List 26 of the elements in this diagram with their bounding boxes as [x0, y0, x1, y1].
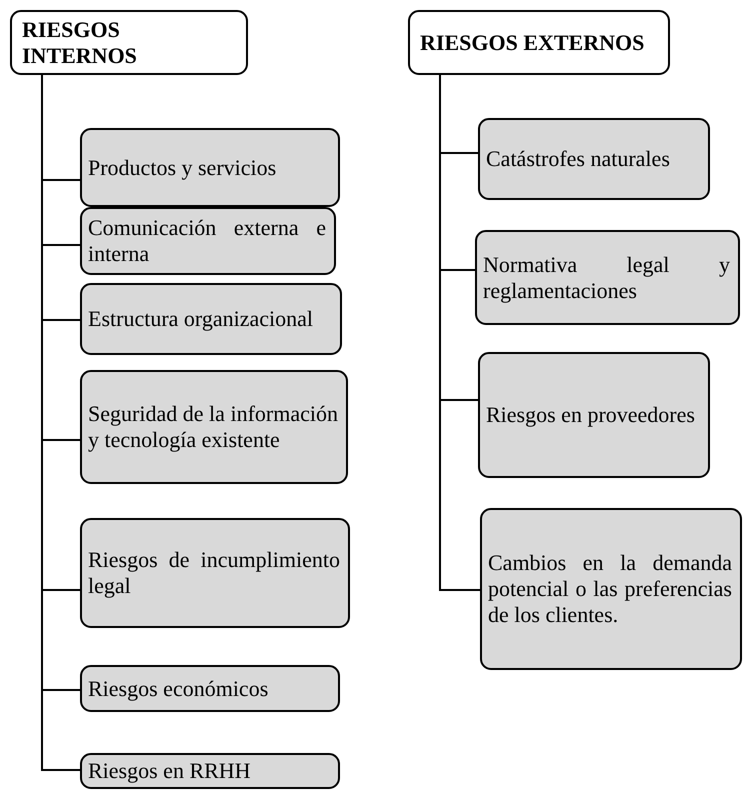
risk-box [478, 118, 710, 200]
risk-box [80, 370, 348, 484]
category-box [408, 10, 670, 75]
category-box [10, 10, 248, 75]
risk-box [478, 352, 710, 478]
category-title: RIESGOS EXTERNOS [420, 30, 646, 56]
risk-label: Riesgos en RRHH [88, 758, 252, 784]
risk-label: Catástrofes naturales [486, 146, 671, 172]
risk-label: Riesgos de incumplimiento legal [88, 547, 340, 599]
risk-box [80, 207, 336, 275]
risk-label: Estructura organizacional [88, 306, 314, 332]
risk-label: Riesgos económicos [88, 676, 270, 702]
risk-box [80, 283, 342, 355]
category-title: RIESGOS INTERNOS [22, 16, 138, 68]
risk-box [80, 518, 350, 628]
risk-label: Seguridad de la información y tecnología existente [88, 401, 338, 453]
risk-label: Comunicación externa e interna [88, 215, 326, 267]
risk-label: Productos y servicios [88, 154, 278, 180]
risk-box [475, 230, 740, 325]
risk-box [480, 508, 742, 670]
risk-label: Normativa legal y reglamentaciones [483, 252, 730, 304]
risk-box [80, 128, 340, 207]
risk-box [80, 753, 340, 789]
risk-label: Riesgos en proveedores [486, 402, 696, 428]
risk-label: Cambios en la demanda potencial o las preferencias de los clientes. [488, 550, 732, 628]
risk-box [80, 665, 340, 712]
